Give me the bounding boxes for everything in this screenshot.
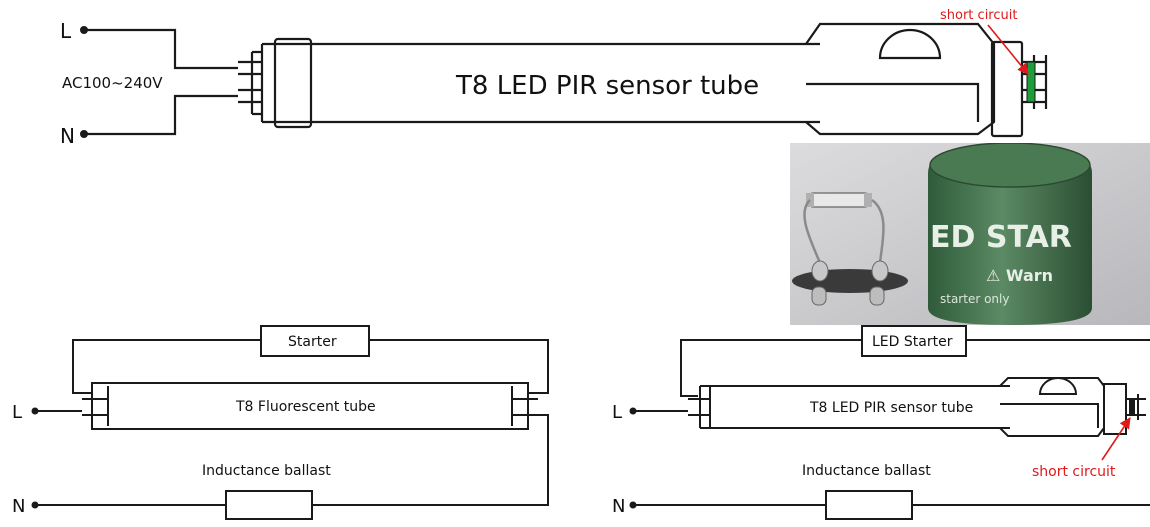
top-voltage-label: AC100~240V	[62, 74, 163, 92]
starter-can-text-2: ⚠ Warn	[986, 266, 1053, 285]
top-l-label: L	[60, 19, 72, 43]
bl-tube-inner	[107, 386, 513, 426]
top-sensor-step	[806, 82, 980, 122]
top-n-wire	[84, 94, 238, 136]
br-short-circuit-arrow	[1101, 417, 1131, 461]
top-tube-body	[260, 42, 820, 124]
br-tube-body	[699, 385, 1010, 429]
fuse-glass	[809, 192, 869, 208]
bottom-left-diagram	[31, 325, 549, 520]
br-l-label: L	[612, 402, 622, 423]
br-short-circuit-label: short circuit	[1032, 464, 1116, 480]
starter-base-board	[792, 269, 908, 293]
br-n-label: N	[612, 496, 625, 517]
bl-tube-label: T8 Fluorescent tube	[235, 399, 376, 415]
bl-tube-pins	[82, 398, 538, 416]
br-starter-box	[861, 325, 967, 357]
br-short-circuit-bar	[1129, 400, 1135, 416]
bl-n-label: N	[12, 496, 25, 517]
bottom-right-diagram	[629, 308, 1150, 520]
fuse-leads	[803, 198, 885, 264]
starter-can-text-3: starter only	[940, 292, 1009, 306]
br-tube-label: T8 LED PIR sensor tube	[809, 400, 973, 416]
br-ballast-box	[825, 490, 913, 520]
br-sensor-dome	[1038, 377, 1078, 395]
br-starter-loop	[680, 339, 1150, 397]
br-tube-pins	[688, 386, 711, 428]
bl-starter-label: Starter	[288, 334, 337, 350]
bl-tube-body	[91, 382, 529, 430]
top-n-label: N	[60, 124, 75, 148]
top-short-circuit-label: short circuit	[940, 8, 1017, 23]
top-l-wire	[84, 28, 238, 70]
bl-ballast-box	[225, 490, 313, 520]
br-starter-label: LED Starter	[872, 334, 953, 350]
top-diagram	[80, 22, 1048, 138]
bl-ballast-label: Inductance ballast	[202, 463, 331, 479]
top-short-circuit-arrow	[987, 24, 1029, 75]
bl-return-wire	[312, 414, 549, 506]
top-tube-label: T8 LED PIR sensor tube	[455, 71, 759, 101]
top-short-circuit-bar	[1026, 61, 1036, 103]
br-ballast-label: Inductance ballast	[802, 463, 931, 479]
br-right-endcap	[1103, 383, 1127, 435]
top-sensor-housing	[805, 22, 996, 136]
top-sensor-dome	[878, 28, 942, 60]
bl-starter-loop	[72, 339, 549, 394]
led-starter-illustration: ED STAR ⚠ Warn starter only	[790, 143, 1150, 325]
top-tube-inner	[250, 50, 262, 116]
br-sensor-housing	[999, 377, 1105, 437]
top-left-pins	[238, 60, 262, 104]
starter-can-text-1: ED STAR	[930, 220, 1072, 255]
led-starter-photo: ED STAR ⚠ Warn starter only	[790, 143, 1150, 325]
bl-starter-box	[260, 325, 370, 357]
br-sensor-step	[1000, 403, 1099, 428]
top-left-endcap	[273, 37, 313, 129]
bl-l-label: L	[12, 402, 22, 423]
starter-can	[928, 143, 1092, 325]
top-right-endcap	[990, 40, 1024, 138]
